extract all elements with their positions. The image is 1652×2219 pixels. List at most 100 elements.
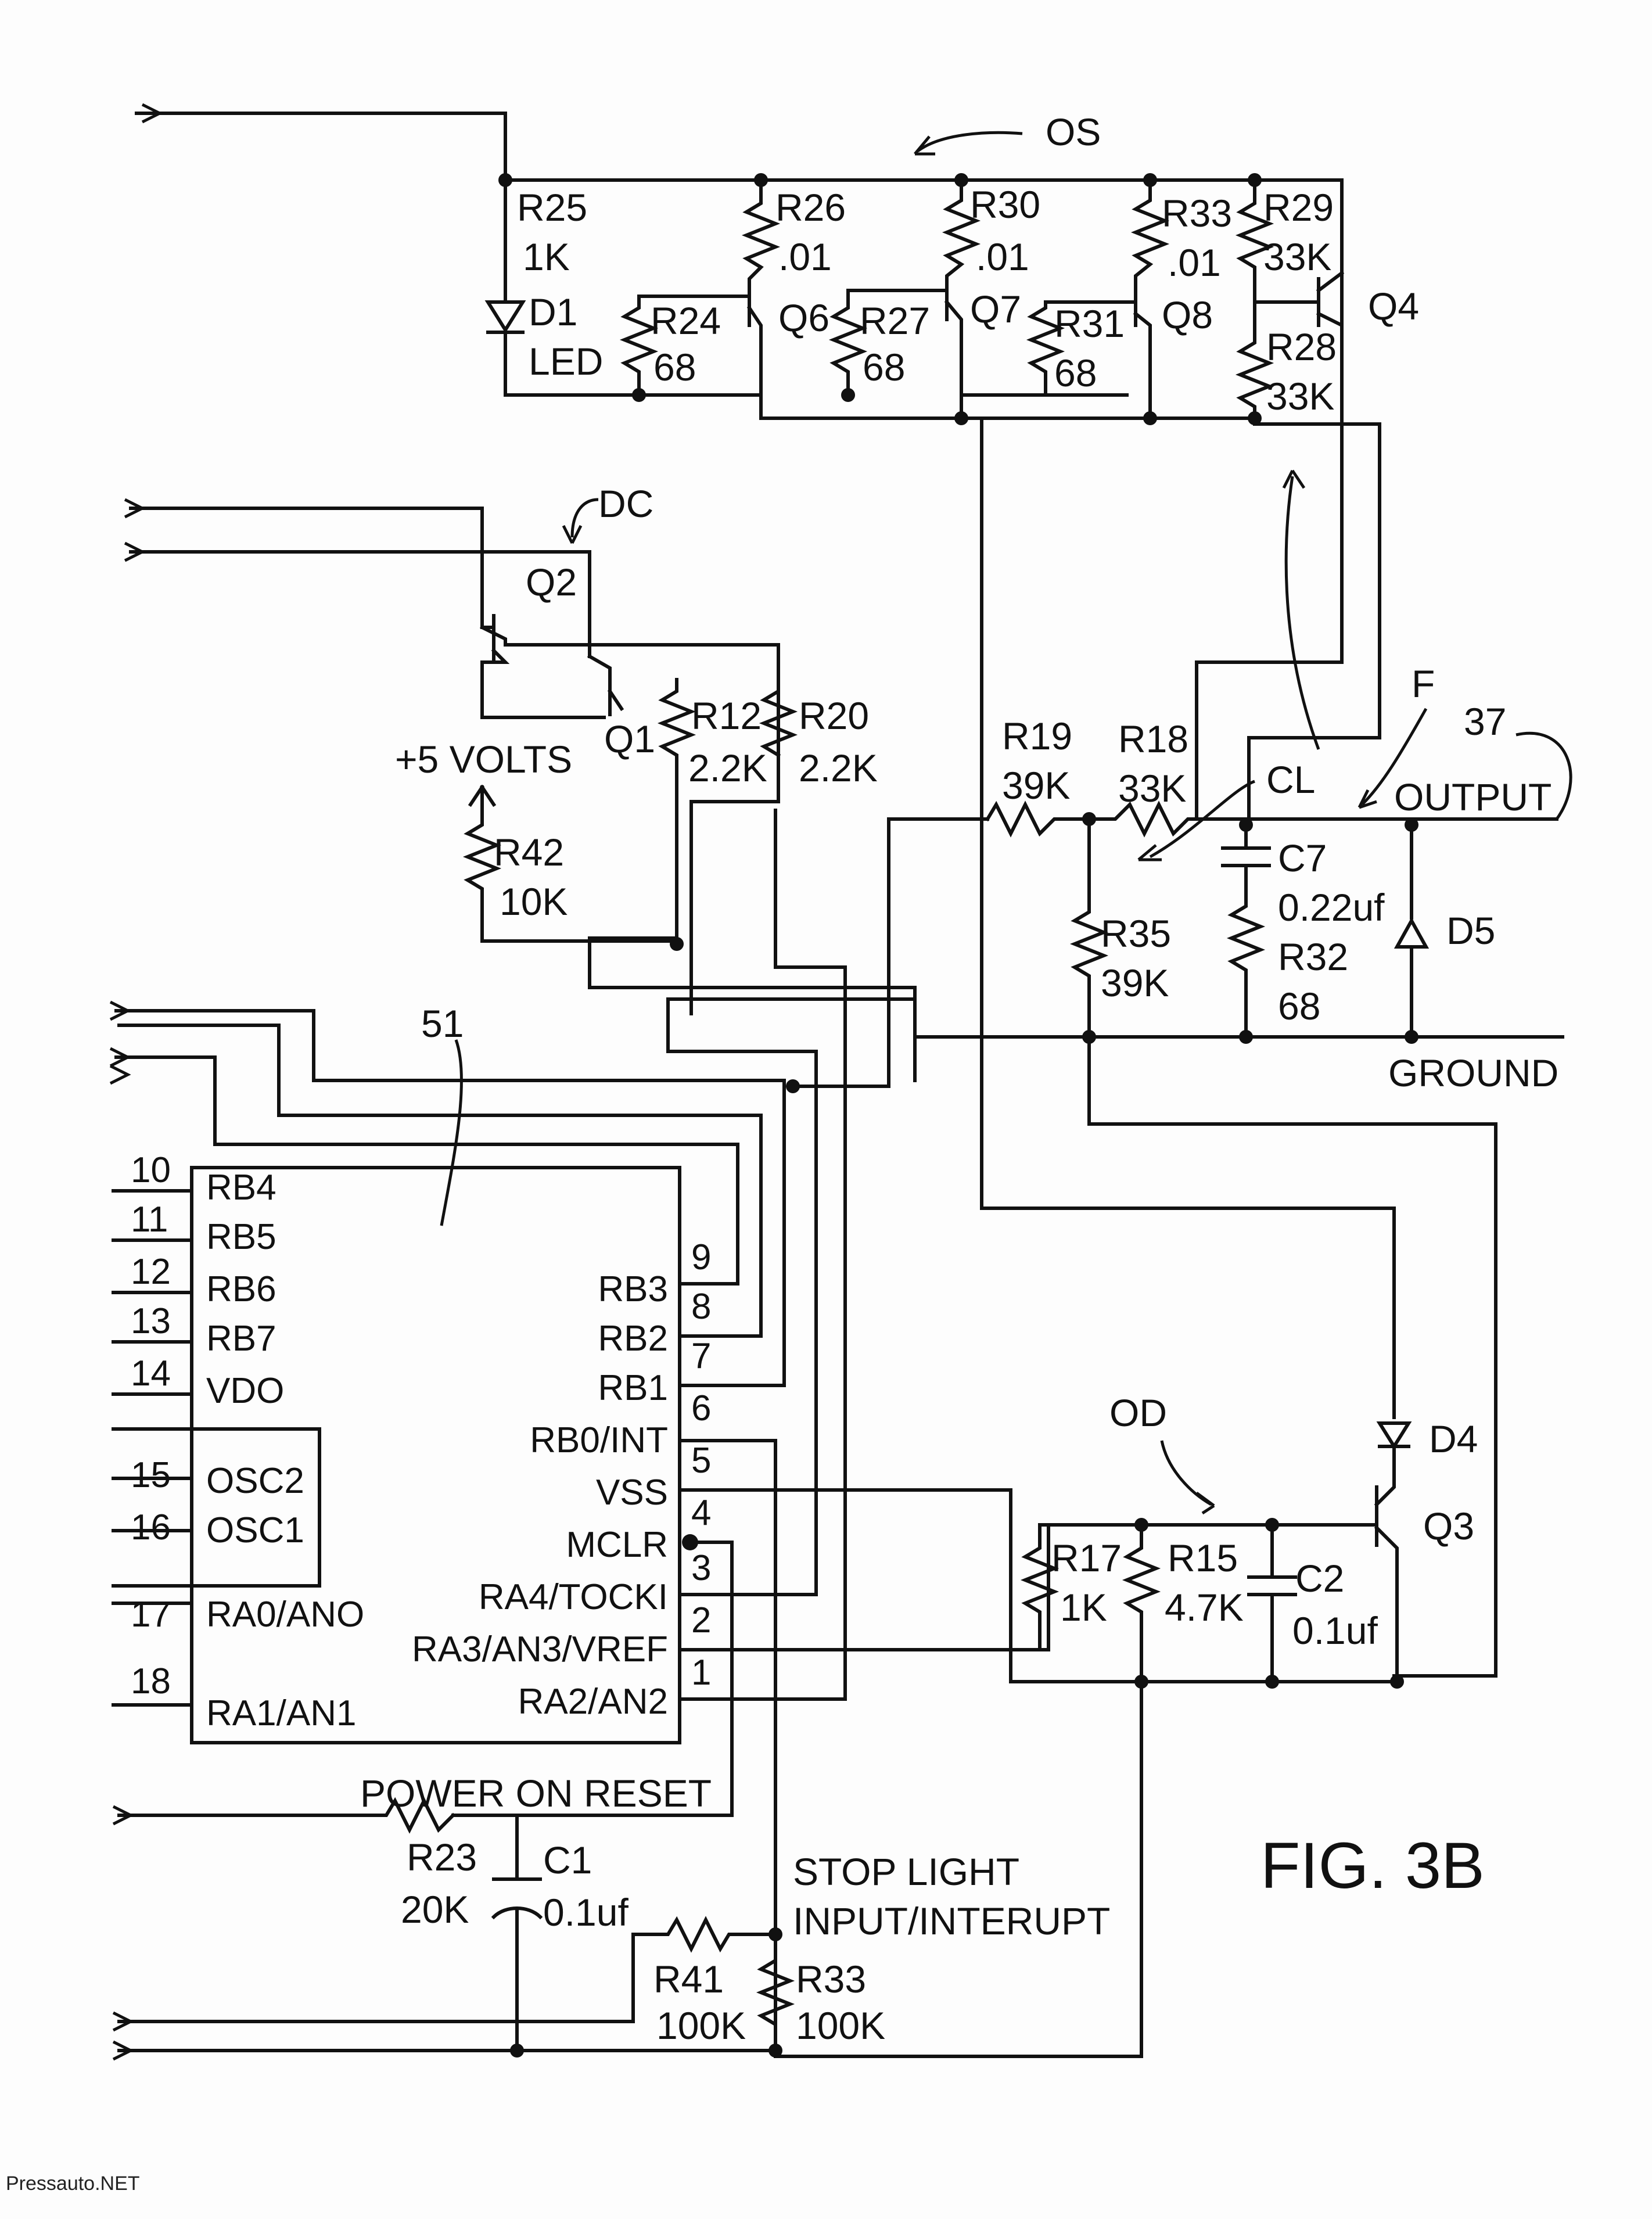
c1-name: C1 bbox=[543, 1839, 592, 1882]
r24-name: R24 bbox=[651, 299, 721, 342]
c2-name: C2 bbox=[1295, 1557, 1344, 1600]
connector-37-lead bbox=[1515, 731, 1572, 820]
ground-label: GROUND bbox=[1388, 1051, 1558, 1094]
ic-pin-number: 13 bbox=[131, 1301, 171, 1341]
ic-pin-name: RB6 bbox=[206, 1269, 276, 1309]
r24-value: 68 bbox=[653, 346, 696, 389]
reset-and-stop-input bbox=[117, 1797, 795, 2058]
plus5-arrow-icon bbox=[468, 784, 497, 807]
r25-d1-branch bbox=[484, 178, 763, 397]
r25-value: 1K bbox=[523, 235, 570, 278]
r24-resistor bbox=[619, 295, 734, 402]
cl-up-arrow bbox=[1282, 469, 1320, 750]
os-output-stage bbox=[135, 112, 1381, 827]
ic-pin-name: RA3/AN3/VREF bbox=[412, 1629, 668, 1669]
r31-resistor bbox=[960, 300, 1129, 397]
c7-value: 0.22uf bbox=[1278, 886, 1385, 929]
ic-pin-name: RB5 bbox=[206, 1217, 276, 1257]
ic-pin-number: 7 bbox=[691, 1336, 711, 1376]
r30-name: R30 bbox=[970, 183, 1040, 226]
d1-value: LED bbox=[529, 340, 603, 383]
r26-name: R26 bbox=[775, 186, 846, 229]
labels: OS DC OD CL F 37 51 R25 1K D1 LED R24 68… bbox=[6, 110, 1558, 2195]
d1-name: D1 bbox=[529, 290, 577, 333]
r33b-value: 100K bbox=[796, 2004, 885, 2047]
r18-value: 33K bbox=[1118, 767, 1186, 810]
r12-value: 2.2K bbox=[688, 746, 767, 789]
r26-value: .01 bbox=[778, 235, 832, 278]
plus5-label: +5 VOLTS bbox=[395, 738, 572, 781]
r18-name: R18 bbox=[1118, 717, 1188, 760]
output-network bbox=[887, 422, 1572, 1678]
label-od: OD bbox=[1109, 1391, 1167, 1434]
ic-pin-number: 5 bbox=[691, 1441, 711, 1481]
r29-value: 33K bbox=[1263, 235, 1331, 278]
q1-name: Q1 bbox=[604, 717, 655, 760]
ic-pin-number: 18 bbox=[131, 1661, 171, 1701]
ic-pin-name: RA0/ANO bbox=[206, 1595, 364, 1635]
d4-name: D4 bbox=[1429, 1417, 1478, 1460]
r32-name: R32 bbox=[1278, 935, 1348, 978]
ic-pin-name: RA4/TOCKI bbox=[479, 1577, 668, 1617]
r20-name: R20 bbox=[799, 694, 869, 737]
r35-value: 39K bbox=[1101, 961, 1169, 1004]
ic-51 bbox=[112, 809, 1158, 2052]
stop-label-2: INPUT/INTERUPT bbox=[793, 1900, 1110, 1942]
ic-pin-name: RA1/AN1 bbox=[206, 1693, 356, 1733]
r41-value: 100K bbox=[656, 2004, 746, 2047]
q7-name: Q7 bbox=[970, 288, 1021, 331]
ic-pin-number: 14 bbox=[131, 1353, 171, 1394]
r19-value: 39K bbox=[1002, 764, 1070, 807]
ic-pin-number: 4 bbox=[691, 1493, 711, 1533]
watermark: Pressauto.NET bbox=[6, 2173, 140, 2195]
ic-pin-number: 11 bbox=[131, 1200, 168, 1240]
ic-pin-number: 17 bbox=[131, 1595, 171, 1635]
r19-name: R19 bbox=[1002, 714, 1072, 757]
ic-pin-number: 9 bbox=[691, 1237, 711, 1277]
r42-name: R42 bbox=[494, 831, 564, 874]
ic-pin-name: RB7 bbox=[206, 1319, 276, 1359]
r35-name: R35 bbox=[1101, 912, 1171, 955]
ic-pin-number: 6 bbox=[691, 1388, 711, 1428]
input-terminals bbox=[109, 103, 163, 2061]
ic-pin-name: RB3 bbox=[598, 1269, 668, 1309]
ic-pin-name: RB4 bbox=[206, 1168, 276, 1208]
label-dc: DC bbox=[598, 482, 653, 525]
ic-pin-name: RB0/INT bbox=[530, 1420, 668, 1460]
d5-name: D5 bbox=[1446, 909, 1495, 952]
c7-name: C7 bbox=[1278, 836, 1327, 879]
r27-value: 68 bbox=[863, 346, 905, 389]
r29-name: R29 bbox=[1263, 186, 1334, 229]
r33b-name: R33 bbox=[796, 1958, 866, 2001]
r23-name: R23 bbox=[407, 1836, 477, 1879]
label-cl: CL bbox=[1266, 758, 1315, 801]
q8-name: Q8 bbox=[1162, 293, 1213, 336]
r31-value: 68 bbox=[1054, 351, 1097, 394]
ic-pin-name: RB2 bbox=[598, 1319, 668, 1359]
r23-value: 20K bbox=[401, 1888, 469, 1931]
r25-name: R25 bbox=[517, 186, 587, 229]
od-pointer bbox=[1160, 1440, 1215, 1515]
r30-q7 bbox=[933, 178, 981, 425]
q3-name: Q3 bbox=[1423, 1505, 1474, 1547]
cl-pointer bbox=[1137, 780, 1255, 861]
ic-pin-number: 8 bbox=[691, 1287, 711, 1327]
ic-pin-name: MCLR bbox=[566, 1525, 668, 1565]
r29-q4-r28 bbox=[759, 178, 1345, 426]
output-label: OUTPUT bbox=[1394, 775, 1552, 818]
r26-q6 bbox=[727, 178, 781, 420]
r42-value: 10K bbox=[500, 880, 568, 923]
ic-pin-number: 15 bbox=[131, 1455, 171, 1495]
c1-value: 0.1uf bbox=[543, 1891, 629, 1934]
q6-name: Q6 bbox=[778, 296, 829, 339]
r41-name: R41 bbox=[653, 1958, 724, 2001]
stop-label-1: STOP LIGHT bbox=[793, 1850, 1019, 1893]
label-connector-37: 37 bbox=[1464, 700, 1506, 743]
ic-pin-number: 1 bbox=[691, 1653, 711, 1693]
r17-value: 1K bbox=[1060, 1586, 1107, 1629]
dc-pointer bbox=[562, 498, 599, 544]
r12-name: R12 bbox=[691, 694, 762, 737]
